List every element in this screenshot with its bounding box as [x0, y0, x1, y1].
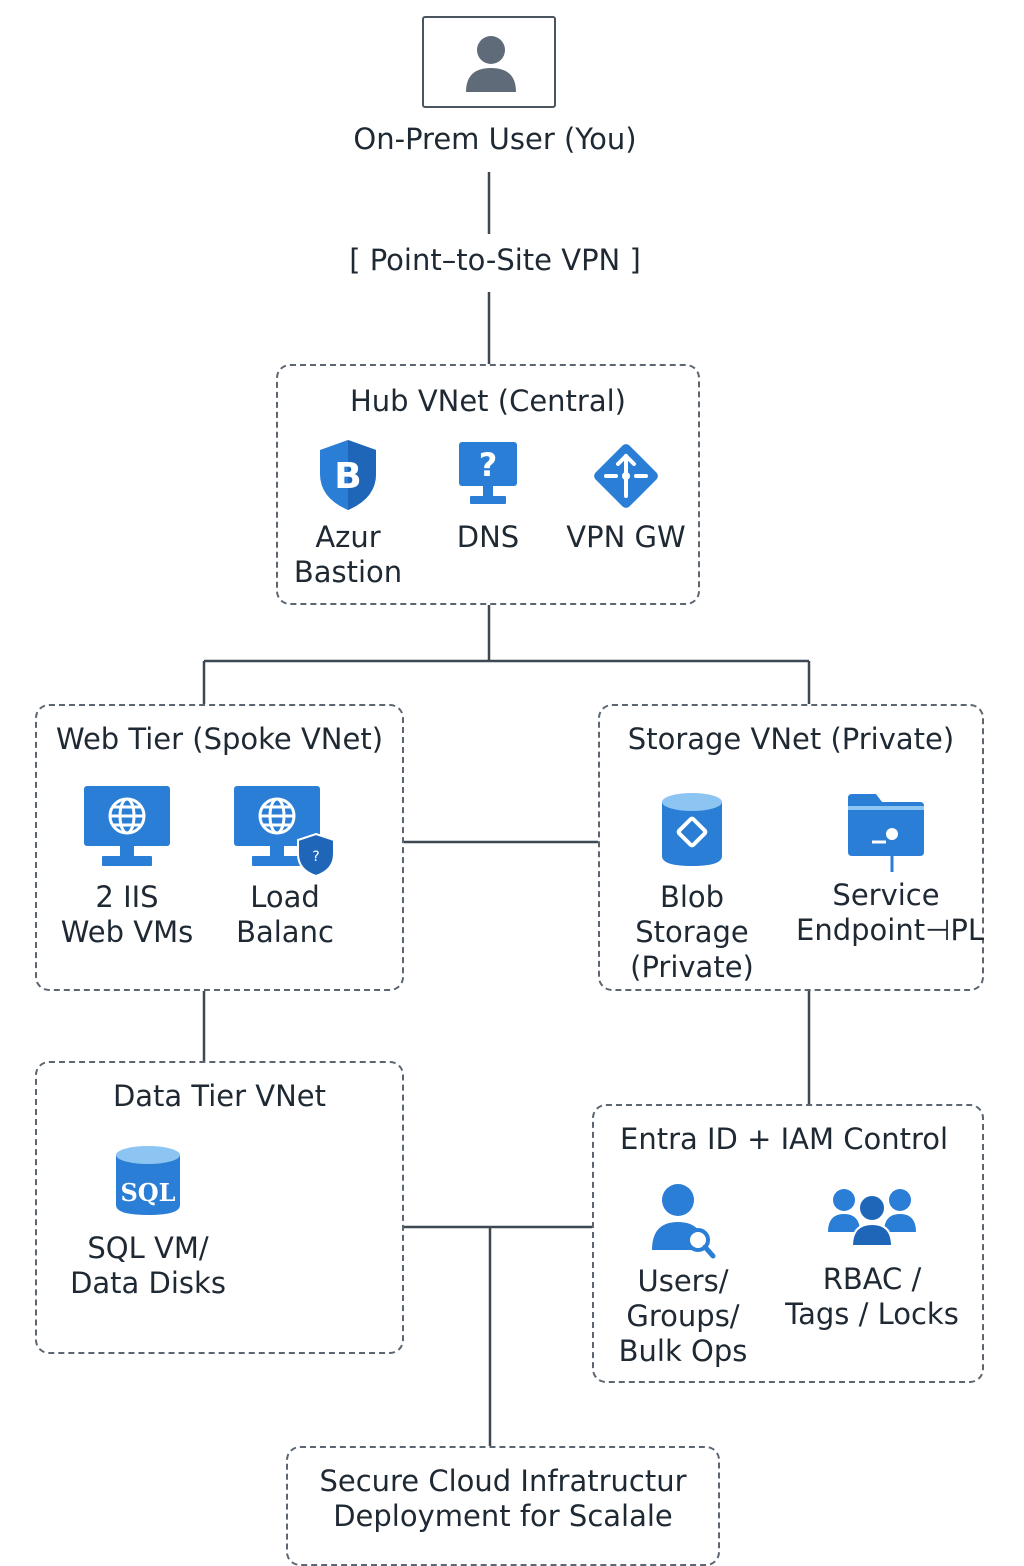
load-balancer-item: ? Load Balanc [215, 784, 355, 950]
sql-vm-label: SQL VM/ Data Disks [70, 1231, 226, 1300]
svg-text:B: B [334, 456, 361, 497]
blob-storage-icon [662, 793, 722, 866]
vpn-gateway-label: VPN GW [566, 520, 686, 554]
iis-web-vms-item: 2 IIS Web VMs [57, 784, 197, 950]
hub-vnet-title: Hub VNet (Central) [350, 384, 626, 418]
user-icon [466, 36, 516, 92]
on-prem-user-box [422, 16, 556, 108]
dns-label: DNS [456, 520, 520, 554]
web-tier-group: Web Tier (Spoke VNet) 2 IIS Web VMs [35, 704, 404, 991]
service-endpoint-item: Service Endpoint⊣PL [796, 792, 984, 948]
entra-iam-title: Entra ID + IAM Control [620, 1122, 949, 1156]
svg-text:?: ? [479, 446, 498, 484]
storage-vnet-title: Storage VNet (Private) [627, 722, 955, 756]
on-prem-user-label: On-Prem User (You) [300, 122, 690, 156]
dns-item: ? DNS [428, 440, 548, 555]
iis-web-vms-label: 2 IIS Web VMs [60, 880, 194, 949]
user-search-icon [652, 1184, 716, 1259]
sql-vm-item: SQL SQL VM/ Data Disks [63, 1145, 233, 1301]
vpn-gateway-item: VPN GW [556, 438, 696, 555]
shield-b-icon: B [320, 440, 376, 510]
footer-label: Secure Cloud Infratructur Deployment for… [319, 1464, 687, 1533]
sql-database-icon: SQL [116, 1146, 180, 1215]
point-to-site-vpn-label: [ Point–to-Site VPN ] [300, 243, 690, 277]
folder-endpoint-icon [848, 794, 924, 872]
vpn-gateway-icon [594, 444, 658, 508]
blob-storage-label: Blob Storage (Private) [630, 880, 754, 984]
web-tier-title: Web Tier (Spoke VNet) [55, 722, 384, 756]
data-tier-title: Data Tier VNet [112, 1079, 327, 1113]
users-groups-label: Users/ Groups/ Bulk Ops [618, 1264, 748, 1368]
storage-vnet-group: Storage VNet (Private) Blob Storage (Pri… [598, 704, 984, 991]
hub-vnet-group: Hub VNet (Central) B Azur Bastion ? DNS [276, 364, 700, 605]
svg-text:SQL: SQL [120, 1178, 175, 1207]
rbac-tags-label: RBAC / Tags / Locks [785, 1262, 959, 1331]
azure-bastion-label: Azur Bastion [293, 520, 403, 589]
entra-iam-group: Entra ID + IAM Control Users/ Groups/ Bu… [592, 1104, 984, 1383]
globe-monitor-shield-icon: ? [234, 786, 335, 878]
users-groups-item: Users/ Groups/ Bulk Ops [608, 1182, 758, 1369]
help-monitor-icon: ? [459, 442, 517, 504]
rbac-tags-item: RBAC / Tags / Locks [780, 1182, 964, 1332]
service-endpoint-label: Service Endpoint⊣PL [796, 878, 984, 947]
group-users-icon [828, 1189, 916, 1247]
data-tier-group: Data Tier VNet SQL SQL VM/ Data Disks [35, 1061, 404, 1354]
load-balancer-label: Load Balanc [236, 880, 334, 949]
svg-text:?: ? [312, 849, 319, 865]
globe-monitor-icon [84, 786, 170, 866]
footer-group: Secure Cloud Infratructur Deployment for… [286, 1446, 720, 1566]
blob-storage-item: Blob Storage (Private) [622, 792, 762, 985]
azure-bastion-item: B Azur Bastion [278, 438, 418, 590]
